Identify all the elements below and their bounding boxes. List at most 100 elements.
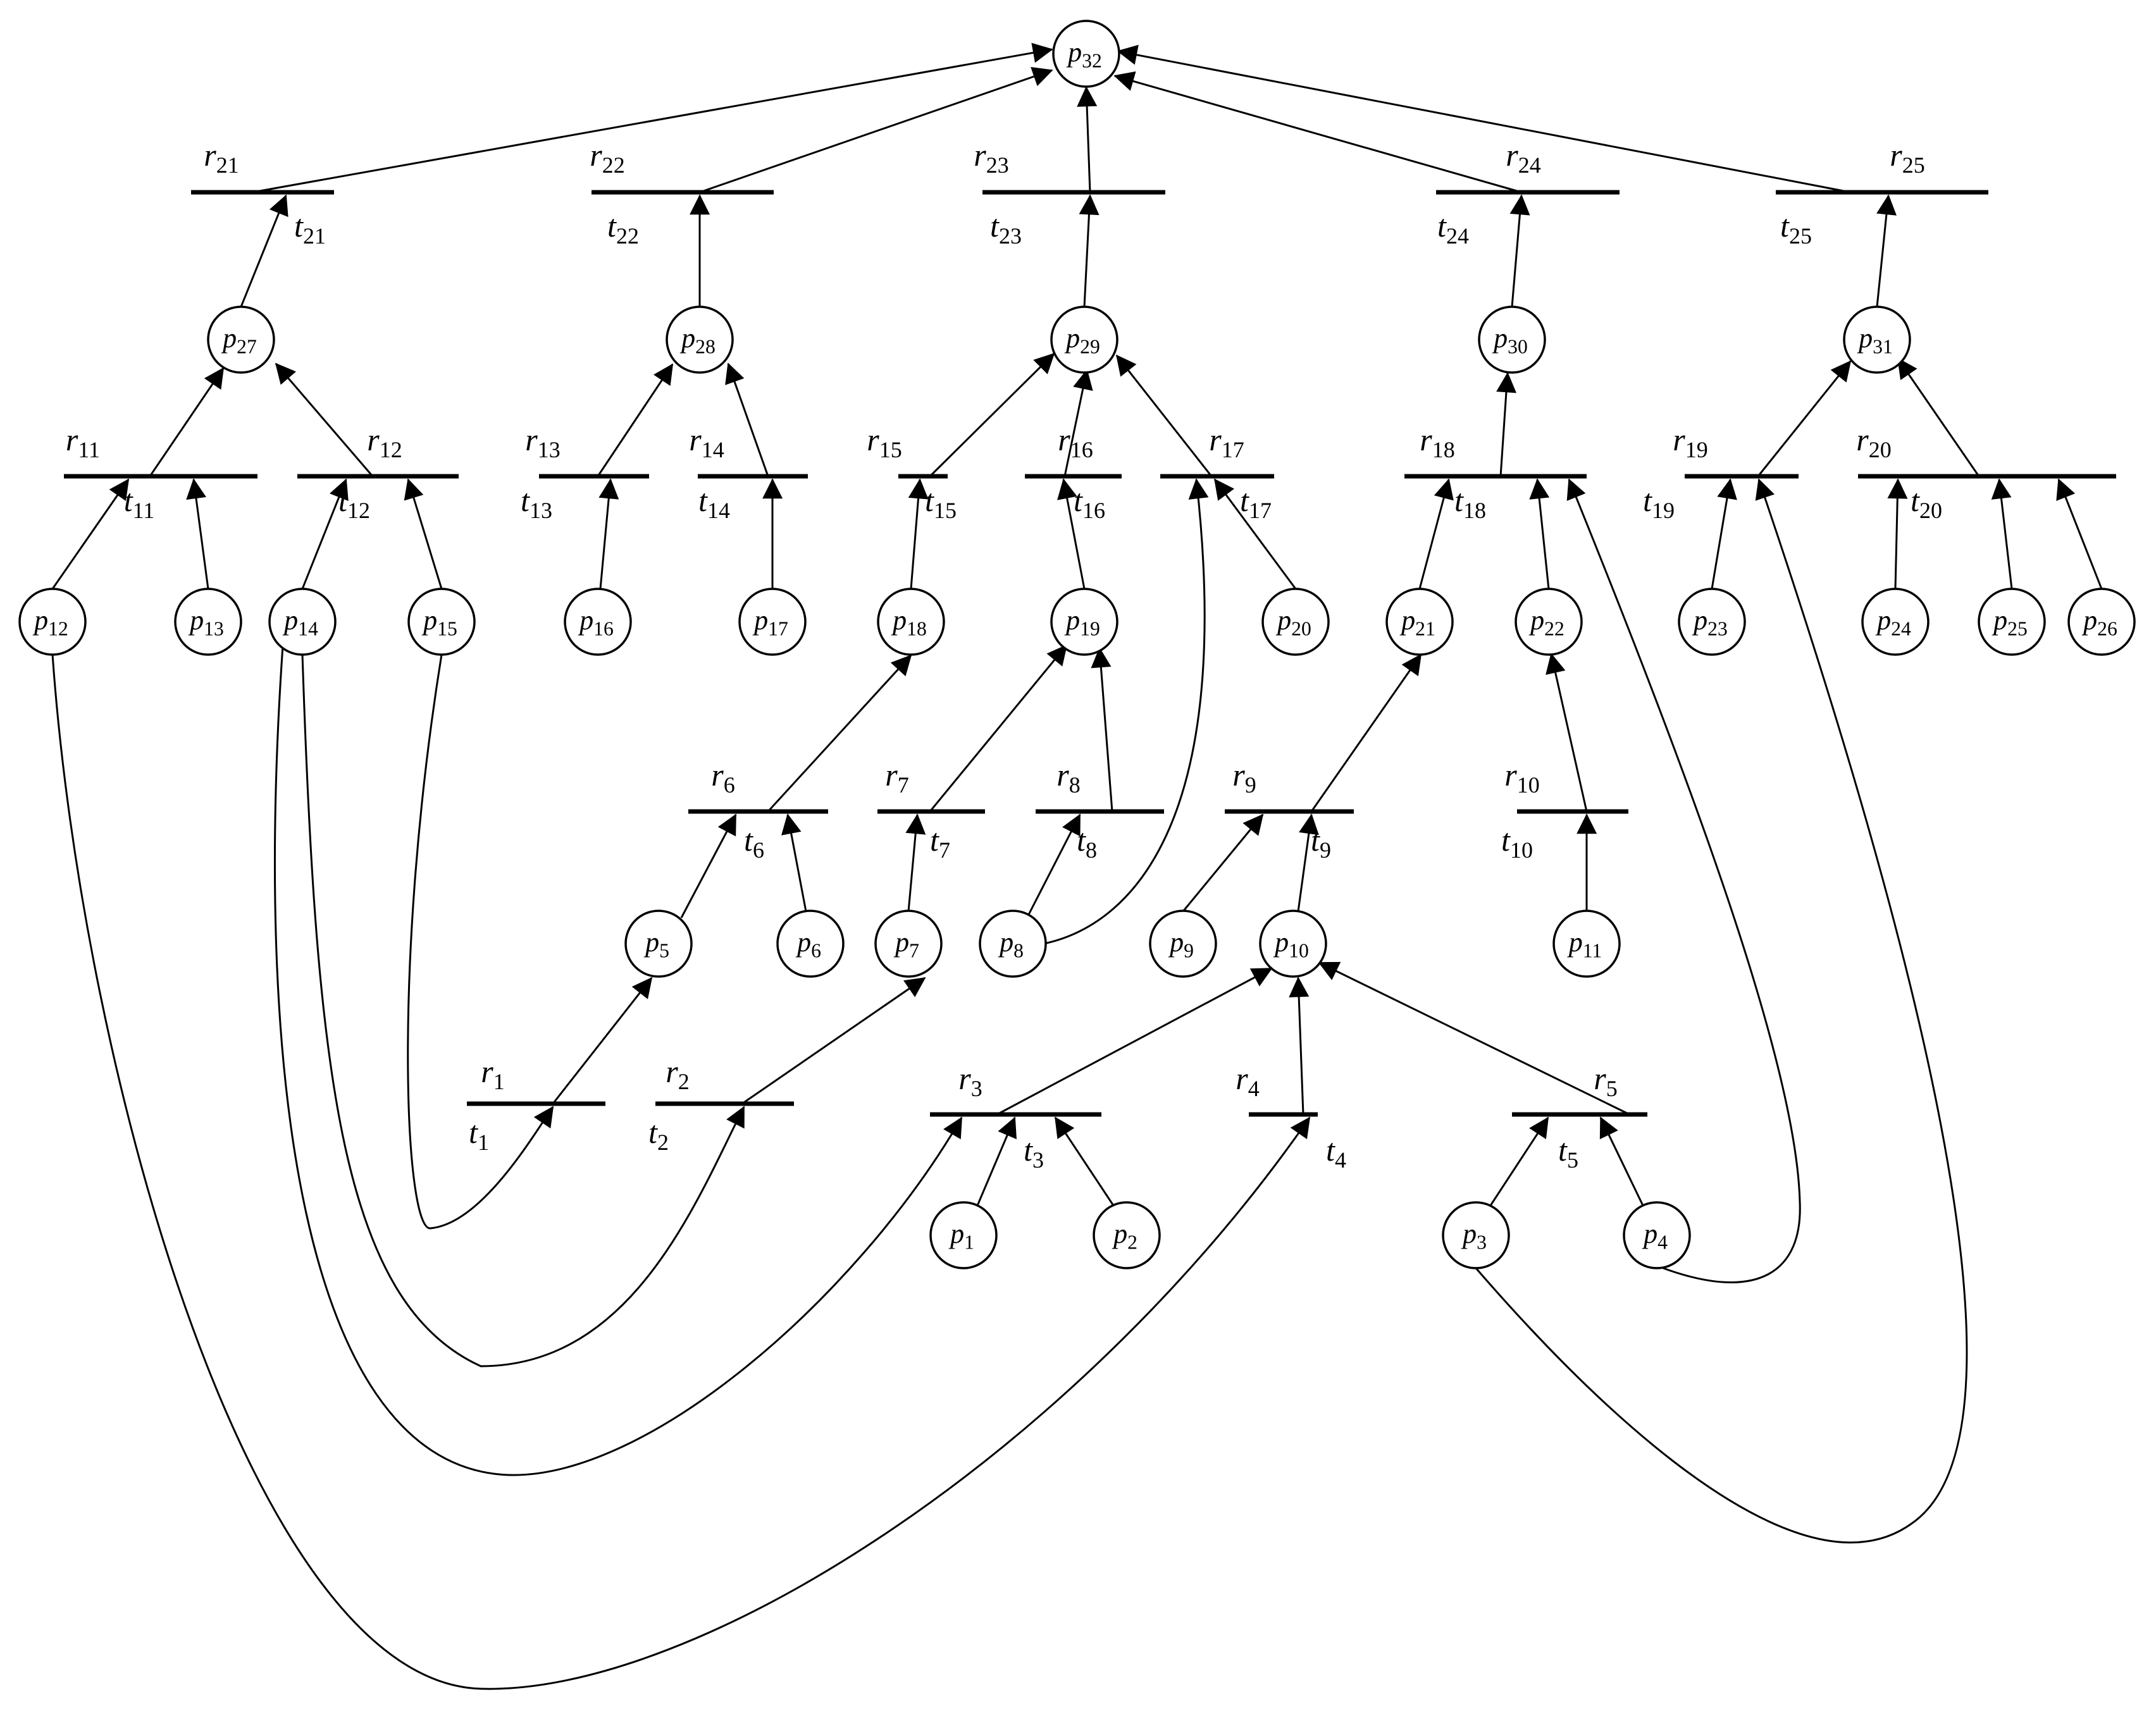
transition-label-t19-subscript: 19 [1652,498,1675,523]
place-label-p21-subscript: 21 [1415,618,1435,640]
place-label-p12-subscript: 12 [48,618,68,640]
transition-label-t25: t25 [1780,208,1812,249]
place-p4 [1623,1201,1691,1269]
place-label-p12: p12 [32,605,68,640]
rule-label-r16-subscript: 16 [1070,437,1093,462]
place-label-p24-letter: p [1875,605,1891,636]
place-label-p17-subscript: 17 [768,618,788,640]
arc-p3-to-t5 [1489,1116,1549,1206]
place-label-p5: p5 [643,927,669,962]
transition-label-t13: t13 [521,483,552,523]
rule-label-r15-letter: r [867,422,879,457]
place-label-p13-letter: p [188,605,204,636]
place-label-p2-subscript: 2 [1127,1231,1137,1254]
place-p31 [1843,305,1911,374]
place-label-p10-letter: p [1273,927,1289,958]
rule-label-r17-subscript: 17 [1222,437,1244,462]
place-label-p10-subscript: 10 [1289,940,1309,962]
place-p20 [1261,588,1330,656]
transition-label-t14-letter: t [698,483,708,518]
rule-label-r19-letter: r [1673,422,1685,457]
place-label-p19-subscript: 19 [1080,618,1100,640]
place-label-p30-subscript: 30 [1508,336,1528,358]
arc-t8-to-p19 [1091,647,1113,812]
place-label-p30: p30 [1492,323,1528,358]
arc-p22-to-t18 [1529,478,1550,589]
rule-label-r24-letter: r [1506,137,1518,173]
place-label-p15-letter: p [421,605,437,636]
place-label-p22-letter: p [1528,605,1544,636]
transition-label-t20-subscript: 20 [1919,498,1942,523]
rule-label-r23-letter: r [974,137,986,173]
rule-label-r22: r22 [590,137,624,178]
rule-label-r8-letter: r [1056,757,1069,793]
place-label-p24-subscript: 24 [1891,618,1911,640]
rule-label-r5-subscript: 5 [1606,1076,1618,1101]
transition-label-t23: t23 [990,208,1022,249]
place-label-p8-subscript: 8 [1013,940,1024,962]
transition-label-t21-letter: t [294,208,304,244]
place-p18 [877,588,945,656]
arc-p1-to-t3 [976,1116,1017,1206]
rule-label-r2-letter: r [666,1054,678,1089]
arc-p2-to-t3 [1054,1116,1115,1206]
place-p21 [1385,588,1454,656]
arc-p19-to-t16 [1057,478,1086,589]
place-label-p8: p8 [998,927,1024,962]
arc-p24-to-t20 [1887,478,1908,589]
arc-p4-to-t18 [1566,478,1801,1283]
rule-label-r18: r18 [1420,422,1454,462]
place-p13 [174,588,242,656]
rule-label-r22-letter: r [590,137,602,173]
arc-p12-to-t11 [51,478,130,589]
place-label-p28-letter: p [679,323,695,354]
place-p27 [207,305,275,374]
arc-p14-to-t3 [273,645,963,1476]
transition-label-t14-subscript: 14 [707,498,730,523]
arc-p8-to-t8 [1027,813,1081,915]
arc-p29-to-t23 [1079,194,1100,307]
place-p24 [1861,588,1930,656]
place-label-p27-subscript: 27 [237,336,257,358]
arc-t3-to-p10 [996,967,1273,1116]
place-p22 [1515,588,1583,656]
transition-label-t24-letter: t [1437,208,1447,244]
rule-label-r19-subscript: 19 [1685,437,1708,462]
transition-label-t8: t8 [1077,822,1097,863]
rule-label-r6-letter: r [711,757,724,793]
transition-label-t19: t19 [1643,483,1675,523]
rule-label-r15: r15 [867,422,901,462]
arc-t13-to-p28 [597,363,674,477]
place-label-p1: p1 [948,1218,974,1254]
transition-label-t8-letter: t [1077,822,1086,858]
transition-label-t17-subscript: 17 [1249,498,1272,523]
transition-label-t10: t10 [1501,822,1533,863]
place-p12 [18,588,87,656]
place-label-p25: p25 [1992,605,2028,640]
place-label-p29-subscript: 29 [1080,336,1100,358]
transition-label-t25-subscript: 25 [1789,223,1812,249]
rule-label-r5: r5 [1594,1061,1617,1101]
transition-label-t17-letter: t [1240,483,1249,518]
place-label-p5-subscript: 5 [659,940,669,962]
place-label-p18: p18 [891,605,927,640]
transitions-layer [64,190,2116,1117]
transition-label-t15-letter: t [925,483,934,518]
place-label-p15: p15 [421,605,457,640]
place-label-p6-subscript: 6 [811,940,821,962]
transition-label-t1-letter: t [469,1114,478,1150]
arc-t24-to-p32 [1113,71,1522,194]
arc-p31-to-t25 [1876,194,1897,307]
rule-label-r4-letter: r [1236,1061,1248,1096]
transition-label-t18-letter: t [1454,483,1464,518]
transition-label-t10-subscript: 10 [1510,837,1533,863]
arc-t2-to-p7 [741,977,926,1105]
transition-label-t13-subscript: 13 [530,498,552,523]
place-label-p4: p4 [1642,1218,1668,1254]
arc-p20-to-t17 [1213,478,1297,589]
place-label-p10: p10 [1273,927,1309,962]
transition-label-t10-letter: t [1501,822,1511,858]
place-label-p32: p32 [1066,37,1102,72]
place-label-p6: p6 [795,927,821,962]
place-label-p18-letter: p [891,605,907,636]
